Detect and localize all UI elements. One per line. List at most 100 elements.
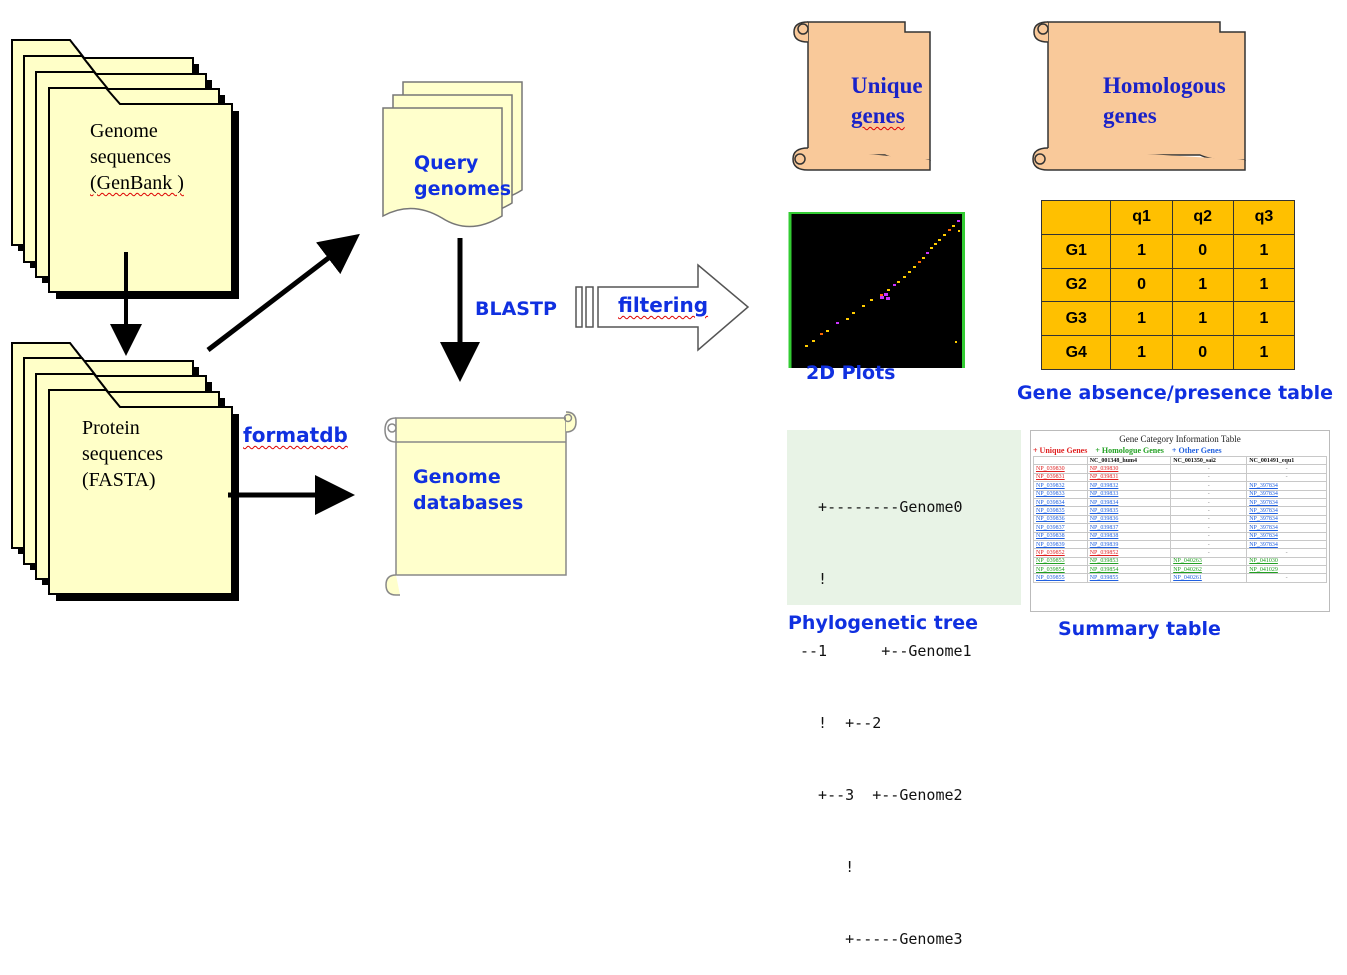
summary-cell: NP_397834	[1246, 489, 1327, 499]
plot-caption: 2D Plots	[806, 362, 896, 384]
plot-dot	[958, 230, 960, 232]
tree-line: +--------Genome0	[800, 498, 963, 516]
plot-dot	[893, 284, 896, 286]
filtering-label: filtering	[618, 292, 708, 318]
summary-header-cell: NC_001491_equ1	[1246, 455, 1327, 466]
summary-caption: Summary table	[1058, 618, 1221, 640]
databases-label-line1: Genome	[413, 466, 501, 488]
summary-cell: NP_040263	[1170, 556, 1248, 567]
summary-cell: NP_039833	[1033, 489, 1088, 499]
blastp-label: BLASTP	[475, 298, 557, 320]
protein-label-line3: (FASTA)	[82, 469, 156, 491]
summary-cell: NP_039836	[1086, 514, 1172, 525]
plot-dot	[836, 322, 839, 324]
summary-cell: NP_039833	[1086, 489, 1172, 499]
formatdb-text: formatdb	[243, 423, 348, 447]
summary-cell: -	[1170, 539, 1248, 550]
genome-databases-label: Genome databases	[413, 464, 523, 516]
genome-databases-scroll	[384, 411, 577, 596]
filtering-arrow	[575, 263, 750, 352]
table-cell: 1	[1232, 301, 1296, 337]
plot-dot	[918, 261, 921, 263]
plot-dot	[952, 225, 955, 227]
table-row: G2 0 1 1	[1040, 267, 1296, 303]
plot-dot	[852, 312, 855, 314]
query-genomes-label: Query genomes	[414, 150, 511, 202]
table-row: G1 1 0 1	[1040, 233, 1296, 269]
plot-dot	[957, 220, 960, 222]
summary-cell: NP_039831	[1033, 472, 1088, 483]
summary-cell: NP_039838	[1033, 531, 1088, 541]
tree-panel	[787, 430, 1021, 605]
table-header-cell	[1040, 200, 1112, 235]
plot-dot	[948, 229, 951, 231]
table-cell: 1	[1232, 233, 1296, 269]
formatdb-label: formatdb	[243, 422, 348, 448]
homologous-genes-scroll	[1032, 21, 1246, 171]
table-cell: 0	[1110, 267, 1173, 303]
table-cell: G3	[1040, 301, 1112, 337]
plot-dot	[846, 318, 849, 320]
protein-folder-label: Protein sequences (FASTA)	[82, 415, 163, 493]
summary-cell: NP_039837	[1086, 523, 1172, 533]
plot-dot	[862, 305, 865, 307]
summary-cell: NP_397834	[1246, 523, 1327, 533]
pipeline-diagram	[11, 21, 1246, 605]
unique-line1: Unique	[851, 73, 923, 98]
tree-line: ! +--2	[800, 714, 882, 732]
tree-caption: Phylogenetic tree	[788, 612, 978, 634]
summary-cell: NP_039835	[1033, 506, 1088, 516]
unique-genes-word: genes	[851, 103, 905, 128]
query-label-line2: genomes	[414, 178, 512, 200]
plot-dot	[805, 345, 808, 347]
table-row: G3 1 1 1	[1040, 301, 1296, 337]
databases-label-line2: databases	[413, 492, 524, 514]
table-cell: 1	[1171, 267, 1234, 303]
summary-cell: -	[1170, 489, 1248, 499]
summary-cell: NP_041030	[1246, 556, 1327, 567]
plot-dot	[922, 257, 925, 259]
summary-cell: NP_039839	[1033, 539, 1088, 550]
tree-line: !	[800, 858, 855, 876]
summary-cell: -	[1170, 472, 1248, 483]
summary-cell: -	[1246, 573, 1327, 583]
homologous-genes-label: Homologous genes	[1103, 71, 1226, 131]
genbank-label: (GenBank )	[90, 172, 184, 194]
phylogenetic-tree-text: +--------Genome0 ! --1 +--Genome1 ! +--2…	[800, 447, 972, 975]
summary-header-cell	[1033, 455, 1088, 466]
summary-cell: NP_039835	[1086, 506, 1172, 516]
summary-cell: NP_039853	[1086, 556, 1172, 567]
table-cell: 1	[1232, 267, 1296, 303]
plot-dot	[884, 293, 888, 296]
summary-cell: -	[1170, 548, 1248, 558]
summary-legend: + Unique Genes + Homologue Genes + Other…	[1033, 446, 1329, 455]
summary-cell: NP_039831	[1086, 472, 1172, 483]
protein-folder-stack	[11, 342, 239, 601]
homologous-line2: genes	[1103, 103, 1157, 128]
summary-cell: NP_039855	[1086, 573, 1172, 583]
plot-dot	[908, 271, 911, 273]
table-cell: G4	[1040, 335, 1112, 370]
legend-other: + Other Genes	[1171, 446, 1222, 455]
summary-cell: NP_039830	[1086, 464, 1172, 474]
table-header-cell: q1	[1110, 200, 1173, 235]
query-genomes-stack	[382, 81, 523, 228]
summary-cell: NP_039839	[1086, 539, 1172, 550]
query-label-line1: Query	[414, 152, 479, 174]
summary-cell: NP_040261	[1170, 573, 1248, 583]
summary-cell: NP_041029	[1246, 565, 1327, 575]
summary-cell: NP_039836	[1033, 514, 1088, 525]
dot-plot	[788, 212, 965, 368]
plot-dot	[955, 341, 957, 343]
table-cell: 1	[1110, 335, 1173, 370]
summary-cell: NP_039854	[1033, 565, 1088, 575]
table-row: G4 1 0 1	[1040, 335, 1296, 370]
summary-cell: NP_039832	[1086, 481, 1172, 491]
